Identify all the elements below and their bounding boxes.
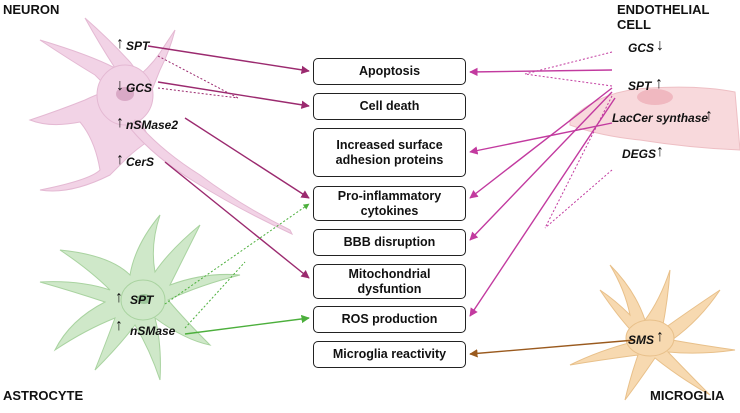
endothelial-title: ENDOTHELIAL CELL [617, 2, 710, 32]
outcome-ros: ROS production [313, 306, 466, 333]
down-arrow-icon: ↓ [656, 37, 664, 54]
microglia-enzyme-sms: SMS [628, 333, 655, 347]
up-arrow-icon: ↑ [705, 107, 713, 124]
outcome-cell-death: Cell death [313, 93, 466, 120]
up-arrow-icon: ↑ [115, 289, 123, 306]
microglia-title: MICROGLIA [650, 388, 725, 403]
dotted-neuron-2 [157, 87, 239, 99]
arrow-endo-apoptosis [469, 67, 613, 77]
dotted-endo-1 [524, 51, 613, 75]
neuron-enzyme-nsmase2: nSMase2 [126, 118, 179, 132]
up-arrow-icon: ↑ [116, 114, 124, 131]
dotted-neuron-1 [157, 55, 239, 99]
arrow-astro-ros [184, 314, 310, 335]
endo-enzyme-spt: SPT [628, 79, 652, 93]
up-arrow-icon: ↑ [656, 143, 664, 160]
outcome-mito: Mitochondrial dysfuntion [313, 264, 466, 299]
dotted-astro-2 [184, 261, 246, 329]
astro-enzyme-nsmase: nSMase [130, 324, 176, 338]
down-arrow-icon: ↓ [116, 77, 124, 94]
arrow-neuron-proinflammatory [184, 117, 310, 199]
arrow-endo-ros [469, 97, 616, 317]
astrocyte-title: ASTROCYTE [3, 388, 84, 403]
up-arrow-icon: ↑ [116, 35, 124, 52]
arrow-neuron-apoptosis [147, 45, 310, 74]
outcome-bbb: BBB disruption [313, 229, 466, 256]
outcome-microglia-reactivity: Microglia reactivity [313, 341, 466, 368]
arrow-endo-proinflammatory [469, 87, 613, 199]
neuron-enzyme-cers: CerS [126, 155, 155, 169]
arrow-endo-bbb [469, 91, 613, 241]
outcome-proinflammatory: Pro-inflammatory cytokines [313, 186, 466, 221]
endo-enzyme-gcs: GCS [628, 41, 655, 55]
up-arrow-icon: ↑ [655, 75, 663, 92]
dotted-endo-2 [524, 73, 613, 87]
astrocyte-illustration [39, 214, 241, 381]
dotted-endo-4 [544, 169, 613, 229]
dotted-astro-1 [164, 203, 310, 305]
endo-enzyme-degs: DEGS [622, 147, 657, 161]
arrow-neuron-celldeath [157, 81, 310, 109]
neuron-enzyme-spt: SPT [126, 39, 150, 53]
astro-enzyme-spt: SPT [130, 293, 154, 307]
up-arrow-icon: ↑ [656, 328, 664, 345]
endo-enzyme-laccer: LacCer synthase [612, 111, 709, 125]
neuron-enzyme-gcs: GCS [126, 81, 153, 95]
up-arrow-icon: ↑ [115, 317, 123, 334]
arrow-endo-adhesion [469, 122, 613, 155]
up-arrow-icon: ↑ [116, 151, 124, 168]
outcome-apoptosis: Apoptosis [313, 58, 466, 85]
neuron-title: NEURON [3, 2, 60, 17]
outcome-adhesion: Increased surface adhesion proteins [313, 128, 466, 177]
arrow-microglia-reactivity [469, 339, 636, 358]
microglia-illustration [569, 264, 736, 401]
dotted-endo-3 [544, 95, 613, 229]
arrow-neuron-mito [164, 161, 310, 279]
